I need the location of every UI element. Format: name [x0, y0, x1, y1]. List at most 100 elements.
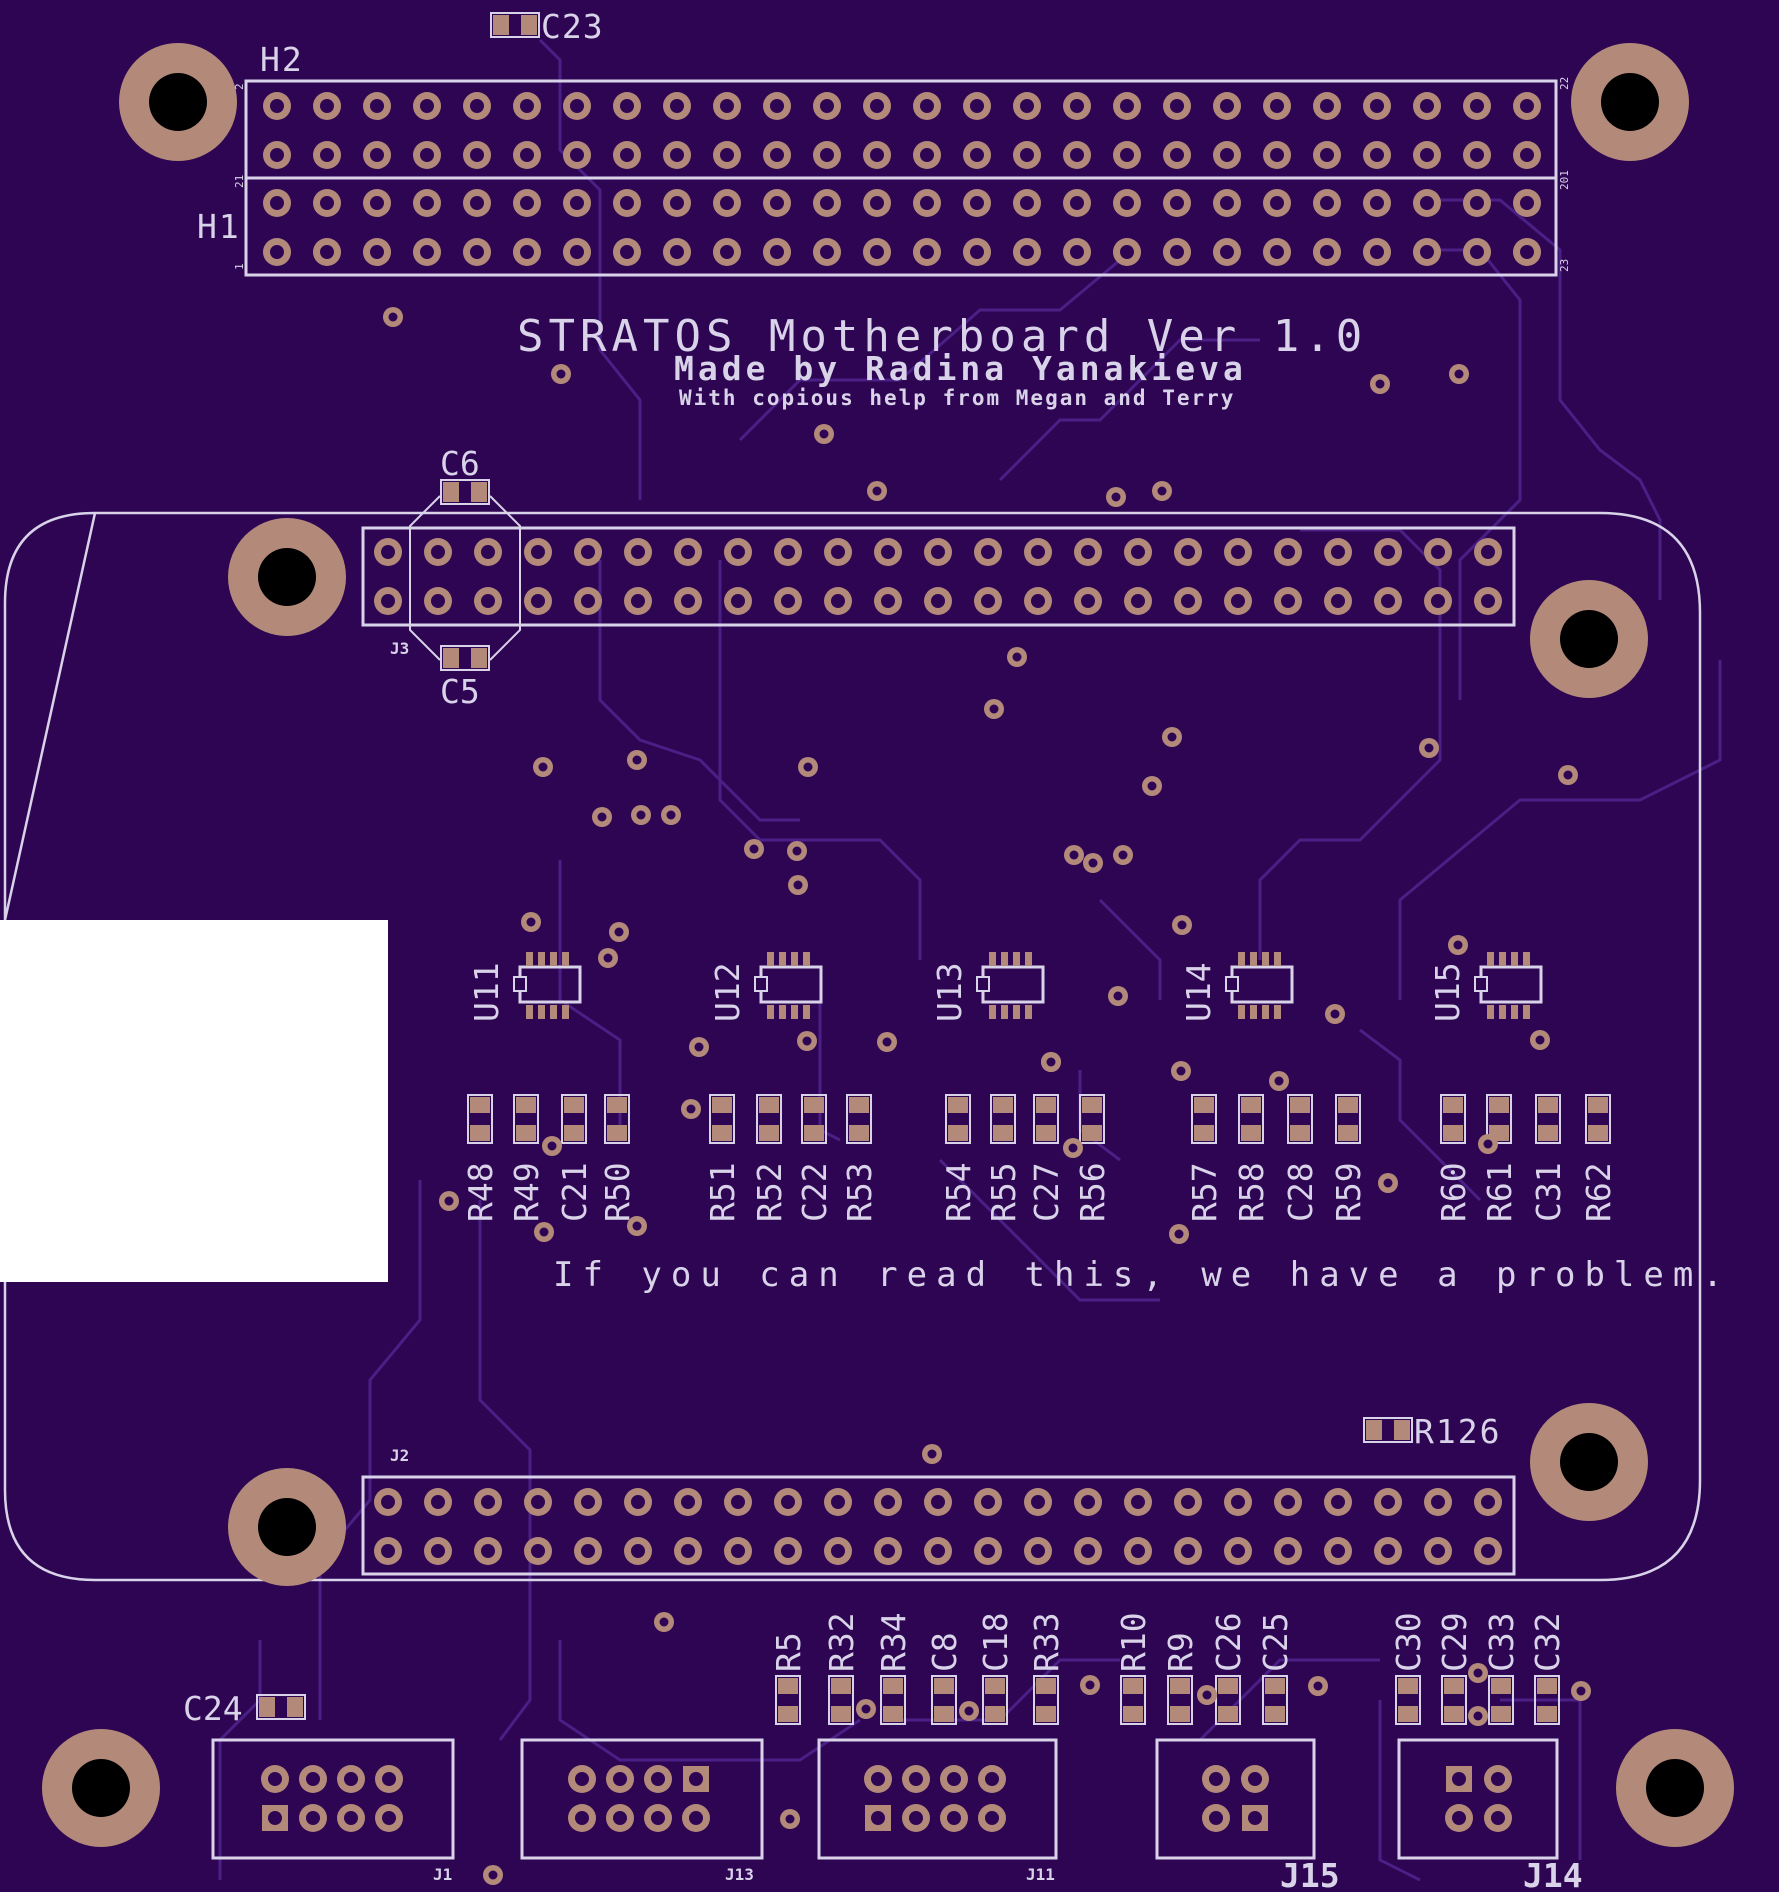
bottom-passive-pads-outline: [931, 1675, 957, 1725]
copper-layer: [42, 15, 1734, 1885]
passive-label: C22: [795, 1162, 834, 1222]
j2-pin-drill: [531, 1495, 545, 1509]
h1-pin-drill: [520, 245, 534, 259]
header-h1-outline: [244, 176, 1558, 277]
bottom-passive-pads: [1123, 1706, 1143, 1722]
via-drill: [1088, 858, 1098, 868]
connector-j15-pin-drill: [1209, 1811, 1223, 1825]
mounting-hole-drill: [1560, 1433, 1618, 1491]
h2-pin-drill: [1020, 148, 1034, 162]
h1-pin-drill: [1270, 245, 1284, 259]
passive-pads-outline: [1238, 1094, 1264, 1144]
bottom-passive-pads-outline: [880, 1675, 906, 1725]
passive-label: R56: [1073, 1162, 1112, 1222]
c23-pads: [521, 15, 537, 35]
c5-c6-guard: [409, 495, 521, 661]
j3-pin-drill: [1431, 545, 1445, 559]
h2-pin-drill: [670, 99, 684, 113]
j2-pin-drill: [781, 1495, 795, 1509]
via-drill: [488, 1870, 498, 1880]
j3-pin-drill: [1381, 545, 1395, 559]
h2-pin-drill: [420, 99, 434, 113]
j2-pin-drill: [1431, 1544, 1445, 1558]
passive-label: R57: [1185, 1162, 1224, 1222]
j2-pin-drill: [1481, 1544, 1495, 1558]
h1-pin-drill: [670, 196, 684, 210]
bottom-passive-label: C18: [976, 1612, 1015, 1672]
j3-pin-drill: [1131, 594, 1145, 608]
h2-pin-drill: [1520, 99, 1534, 113]
chip-pin: [1511, 952, 1518, 966]
h1-pin-drill: [920, 245, 934, 259]
chip-pin: [1511, 1005, 1518, 1019]
bottom-passive-label: C8: [925, 1632, 964, 1672]
bottom-passive-pads-outline: [1441, 1675, 1467, 1725]
j3-pin-drill: [831, 545, 845, 559]
via-drill: [632, 755, 642, 765]
h2-pin-right-marker: 22: [1558, 77, 1571, 90]
via-drill: [1012, 652, 1022, 662]
h1-pin-drill: [1070, 196, 1084, 210]
h1-pin-drill: [470, 196, 484, 210]
h1-pin-drill: [320, 196, 334, 210]
chip-pin: [1274, 952, 1281, 966]
h1-pin-drill: [620, 196, 634, 210]
passive-label: C31: [1529, 1162, 1568, 1222]
chip-pin: [1523, 952, 1530, 966]
h2-pin-drill: [1420, 99, 1434, 113]
bottom-passive-pads: [778, 1678, 798, 1694]
j3-pin-drill: [781, 545, 795, 559]
bottom-passive-pads: [883, 1706, 903, 1722]
via-drill: [1069, 850, 1079, 860]
passive-label: R62: [1579, 1162, 1618, 1222]
via-drill: [538, 762, 548, 772]
bottom-passive-pads: [934, 1678, 954, 1694]
h1-pin-drill: [1020, 196, 1034, 210]
h2-pin-drill: [620, 148, 634, 162]
board-author: Made by Radina Yanakieva: [674, 349, 1247, 388]
via-drill: [1113, 991, 1123, 1001]
passive-pads: [470, 1125, 490, 1141]
j3-pin-drill: [1331, 545, 1345, 559]
j2-pin-drill: [481, 1544, 495, 1558]
h1-pin-drill: [470, 245, 484, 259]
j2-pin-drill: [1131, 1544, 1145, 1558]
j3-pin-drill: [1181, 594, 1195, 608]
h1-pin-drill: [820, 245, 834, 259]
passive-label: R50: [598, 1162, 637, 1222]
bottom-passive-label: C33: [1482, 1612, 1521, 1672]
h1-pin-drill: [920, 196, 934, 210]
chip-pin: [526, 952, 533, 966]
h2-pin-drill: [270, 99, 284, 113]
h1-pin-drill: [670, 245, 684, 259]
chip-pin: [562, 952, 569, 966]
chip-pin: [1499, 952, 1506, 966]
mounting-hole-drill: [1601, 73, 1659, 131]
via-drill: [1046, 1057, 1056, 1067]
passive-pads: [1290, 1097, 1310, 1113]
j3-pin-drill: [381, 594, 395, 608]
h2-pin-drill: [1070, 99, 1084, 113]
j2-pin-drill: [1181, 1544, 1195, 1558]
connector-j11-label: J11: [1026, 1865, 1055, 1884]
j3-pin-drill: [981, 545, 995, 559]
chip-pin: [1238, 1005, 1245, 1019]
h1-pin-drill: [270, 196, 284, 210]
passive-pads: [1443, 1097, 1463, 1113]
j3-pin-drill: [481, 545, 495, 559]
header-j3-label: J3: [390, 639, 409, 658]
c6-label: C6: [440, 444, 480, 483]
h2-pin-drill: [1320, 148, 1334, 162]
j3-pin-drill: [1331, 594, 1345, 608]
passive-pads: [712, 1097, 732, 1113]
connector-j1-pin-drill: [268, 1772, 282, 1786]
passive-pads: [1489, 1097, 1509, 1113]
via-drill: [802, 1036, 812, 1046]
j3-pin-drill: [381, 545, 395, 559]
bottom-passive-label: R33: [1027, 1612, 1066, 1672]
mounting-hole-drill: [72, 1759, 130, 1817]
j3-pin-drill: [731, 545, 745, 559]
passive-pads: [1036, 1125, 1056, 1141]
connector-j11-pin-drill: [909, 1811, 923, 1825]
j2-pin-drill: [381, 1495, 395, 1509]
